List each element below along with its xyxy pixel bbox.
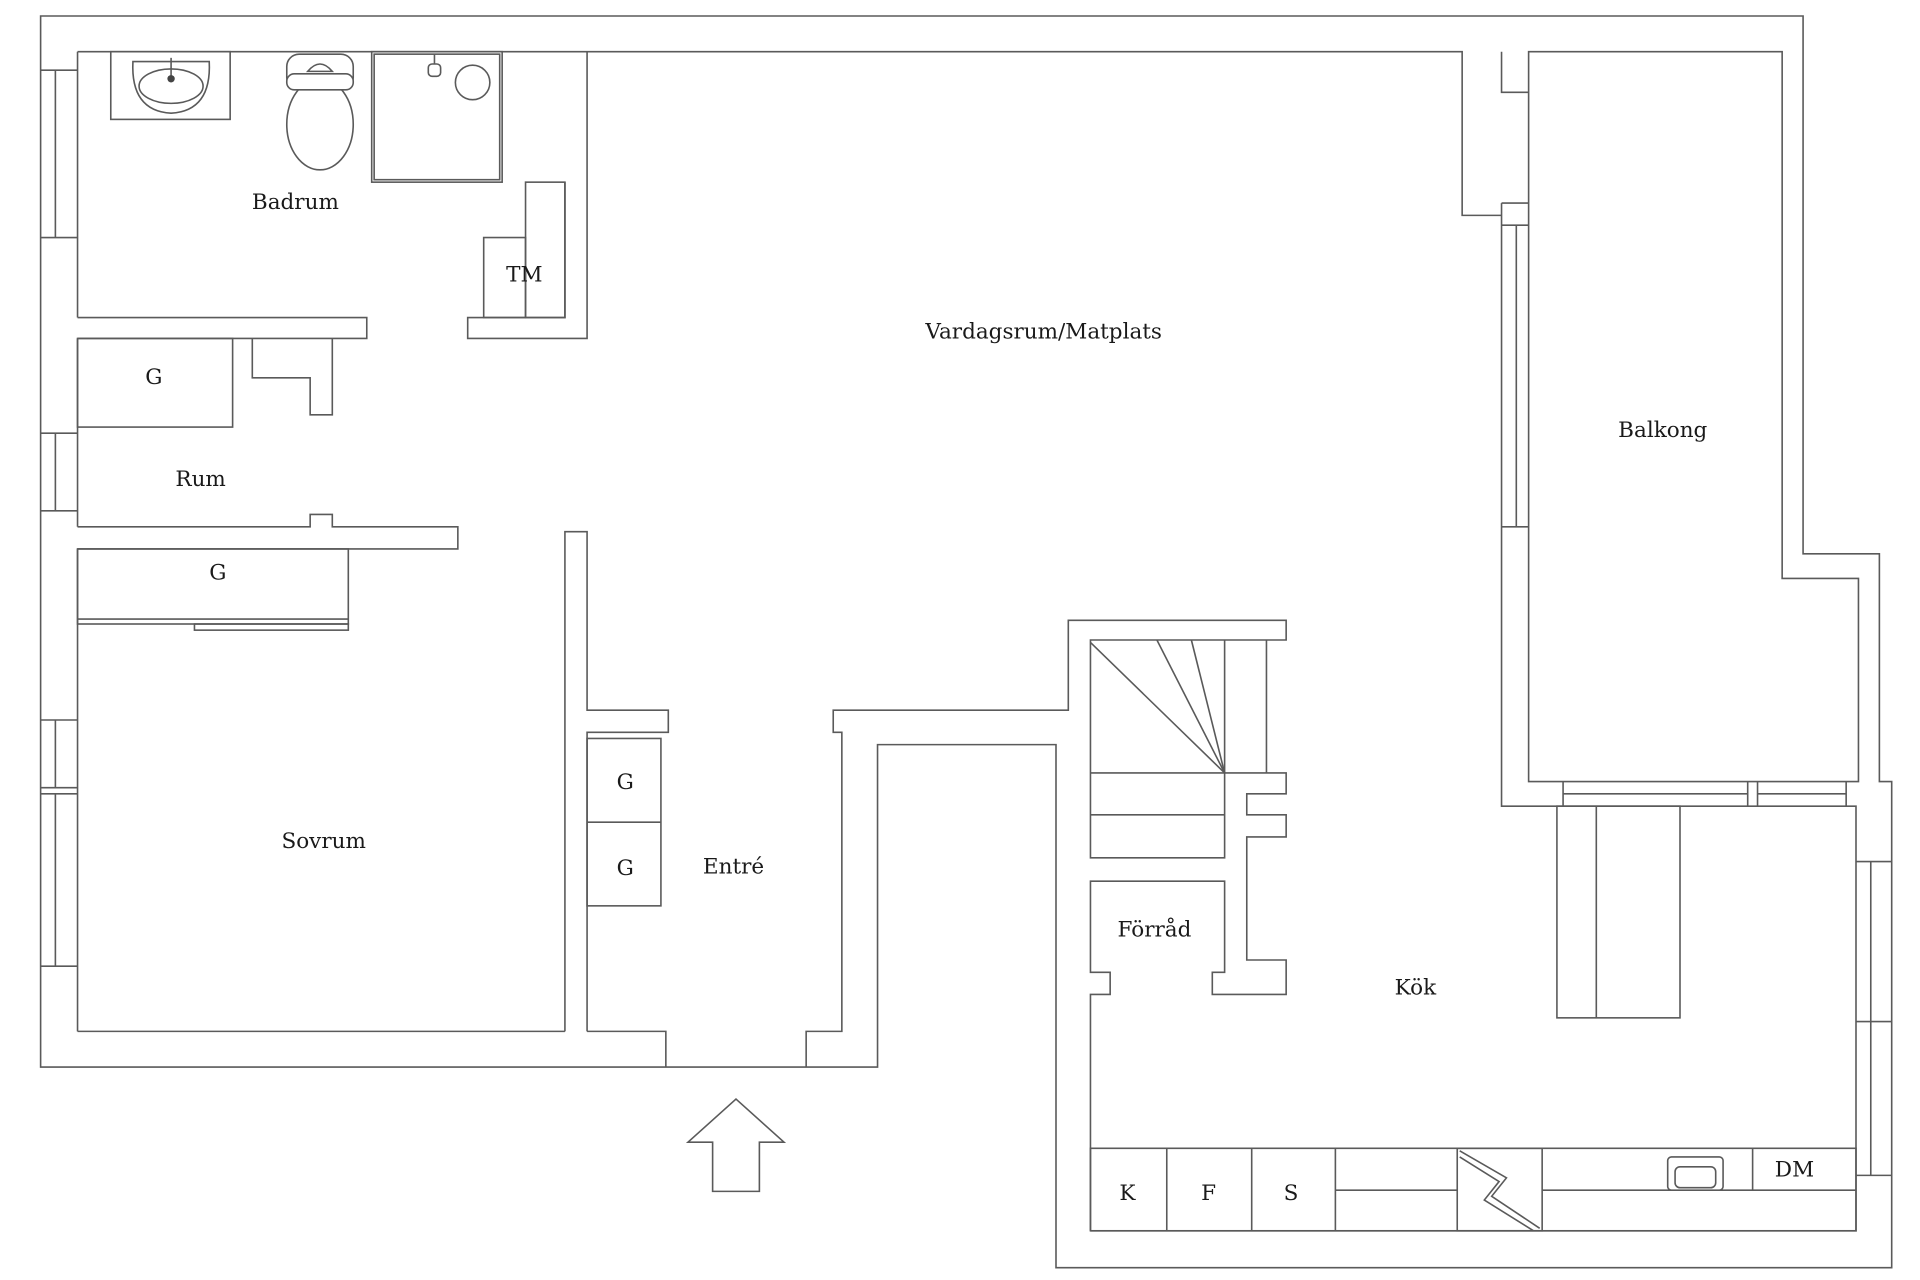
toilet-icon bbox=[285, 53, 355, 171]
label-entre-wardrobe-2: G bbox=[617, 856, 634, 881]
window-rum bbox=[40, 432, 78, 512]
outer-wall-outline bbox=[39, 15, 1893, 1269]
label-rum-wardrobe: G bbox=[145, 365, 162, 390]
entrance-arrow-icon bbox=[685, 1098, 787, 1193]
rum-sovrum-wall bbox=[77, 513, 459, 550]
vardagsrum-right-wall bbox=[1090, 202, 1857, 1232]
balkong-outline bbox=[1527, 50, 1860, 783]
bottom-interior-wall bbox=[77, 619, 1287, 1068]
label-entre: Entré bbox=[703, 855, 764, 880]
window-vardagsrum bbox=[1501, 224, 1529, 528]
window-kok-right bbox=[1856, 860, 1892, 1177]
kitchen-sink-icon bbox=[1666, 1156, 1724, 1191]
left-windows bbox=[40, 69, 78, 967]
label-badrum: Badrum bbox=[252, 190, 339, 215]
staircase-icon bbox=[1089, 639, 1226, 816]
shower-icon bbox=[370, 50, 503, 183]
washbasin-icon bbox=[109, 50, 231, 121]
label-kok: Kök bbox=[1395, 975, 1437, 1000]
label-tm: TM bbox=[506, 263, 542, 288]
label-rum: Rum bbox=[175, 467, 225, 492]
label-vardagsrum: Vardagsrum/Matplats bbox=[924, 319, 1162, 344]
sovrum-wardrobe bbox=[76, 548, 350, 631]
stair-kitchen-wall bbox=[1089, 772, 1287, 1231]
sovrum-entre-wall bbox=[564, 530, 670, 1032]
stove-icon bbox=[1456, 1147, 1543, 1232]
label-sovrum: Sovrum bbox=[281, 829, 365, 854]
rum-column bbox=[251, 338, 334, 416]
window-sovrum-2 bbox=[40, 793, 78, 967]
label-sovrum-wardrobe: G bbox=[209, 561, 226, 586]
window-kok-top bbox=[1562, 781, 1847, 807]
label-k: K bbox=[1119, 1181, 1136, 1206]
label-dm: DM bbox=[1775, 1157, 1814, 1182]
rum-wardrobe bbox=[76, 337, 234, 428]
label-balkong: Balkong bbox=[1618, 418, 1707, 443]
window-sovrum-1 bbox=[40, 719, 78, 789]
entre-wardrobes bbox=[586, 737, 662, 907]
tm-cabinet bbox=[482, 181, 566, 319]
label-s: S bbox=[1284, 1181, 1299, 1206]
window-badrum bbox=[40, 69, 78, 239]
label-entre-wardrobe-1: G bbox=[617, 770, 634, 795]
top-interior-wall bbox=[77, 50, 1529, 217]
label-f: F bbox=[1201, 1181, 1216, 1206]
label-forrad: Förråd bbox=[1118, 915, 1192, 942]
kitchen-island bbox=[1556, 805, 1681, 1019]
